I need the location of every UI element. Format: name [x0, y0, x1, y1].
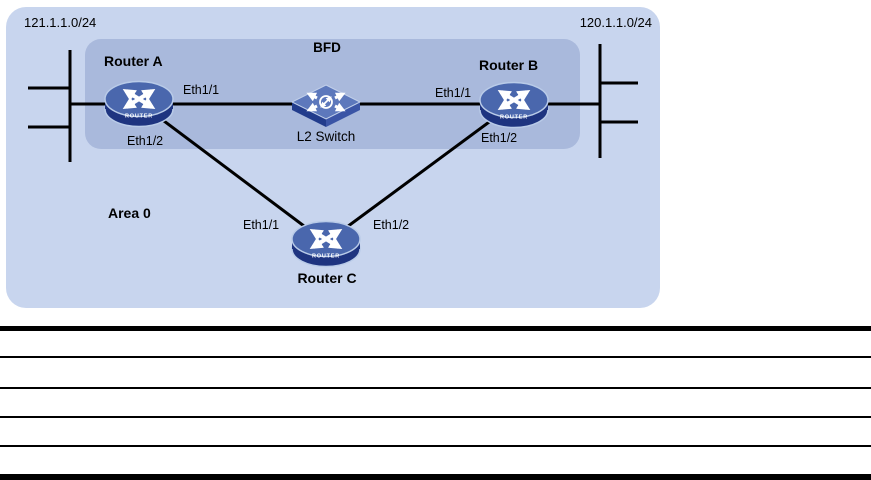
l2-switch-icon: [290, 84, 362, 127]
table-rule: [0, 387, 871, 389]
router-b-badge: ROUTER: [500, 115, 528, 121]
table-rule-top-thick: [0, 326, 871, 331]
router-c-icon: ROUTER: [291, 220, 361, 268]
area0-region-label: Area 0: [108, 205, 151, 221]
table-rule: [0, 445, 871, 447]
router-a-eth1-1-label: Eth1/1: [183, 83, 220, 97]
router-b-icon: ROUTER: [479, 81, 549, 129]
router-b-eth1-1-label: Eth1/1: [435, 86, 472, 100]
router-b-label: Router B: [479, 57, 539, 73]
router-a-icon: ROUTER: [104, 80, 174, 128]
l2-switch-label: L2 Switch: [296, 129, 356, 144]
router-c-badge: ROUTER: [312, 254, 340, 260]
router-c-eth1-1-label: Eth1/1: [243, 218, 280, 232]
network-label-right: 120.1.1.0/24: [579, 15, 652, 30]
router-a-eth1-2-label: Eth1/2: [127, 134, 164, 148]
network-label-left: 121.1.1.0/24: [24, 15, 97, 30]
router-a-badge: ROUTER: [125, 114, 153, 120]
router-a-label: Router A: [104, 53, 163, 69]
table-rule-bottom-thick: [0, 474, 871, 480]
router-b-eth1-2-label: Eth1/2: [481, 131, 518, 145]
table-rule: [0, 416, 871, 418]
bfd-region-label: BFD: [313, 40, 341, 55]
router-c-eth1-2-label: Eth1/2: [373, 218, 410, 232]
table-rule: [0, 356, 871, 358]
link-routerA-routerC: [151, 110, 321, 240]
router-c-label: Router C: [297, 270, 357, 286]
